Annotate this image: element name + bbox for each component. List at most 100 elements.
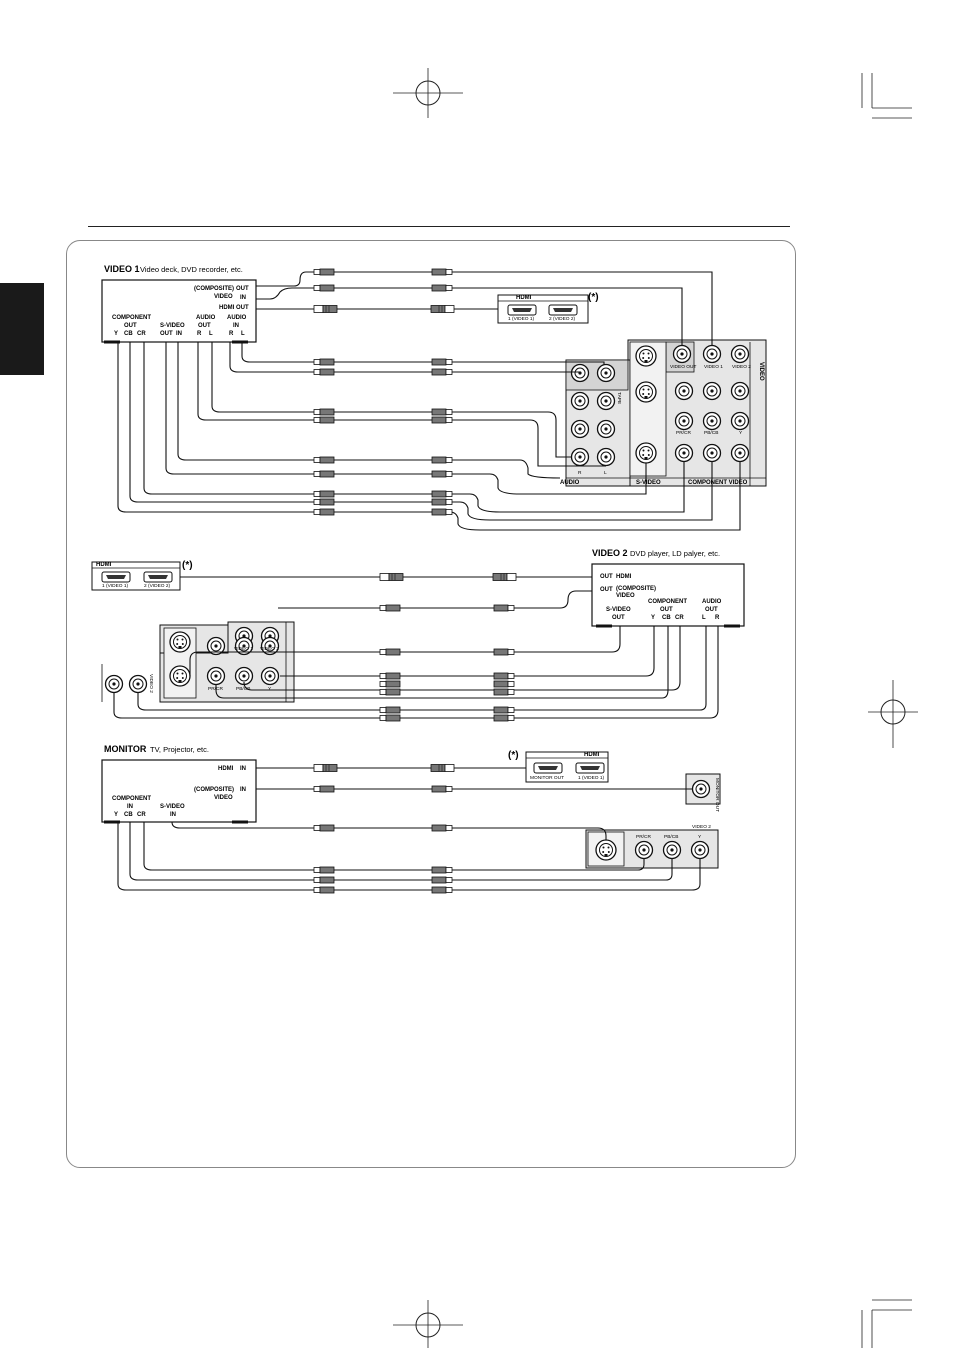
crop-mark-top-right [861, 73, 912, 119]
video1-out-label: OUT [236, 286, 249, 292]
video2-hdmi-panel: HDMI 1 (VIDEO 1) 2 (VIDEO 2) (*) [91, 560, 193, 591]
video1-r-label: R [197, 331, 202, 337]
video1-audio-out-sub: OUT [198, 323, 211, 329]
rx1-video2-label: VIDEO 2 [732, 364, 751, 370]
rx1-video-out-label: VIDEO OUT [670, 364, 696, 370]
video1-video-label: VIDEO [214, 294, 233, 300]
rx1-video-label: VIDEO [758, 362, 764, 381]
video1-cr-label: CR [137, 331, 146, 337]
rx1-tape-label: TAPE [616, 392, 622, 404]
video2-hdmi-label: HDMI [616, 574, 632, 580]
video2-cr-label: CR [675, 615, 684, 621]
receiver-panel-2: VIDEO 1 VIDEO 2 PR/CR PB/CB Y VIDEO 2 [101, 621, 295, 703]
monitor-cb-label: CB [124, 812, 133, 818]
video1-plugs [313, 268, 455, 516]
header-rule [88, 226, 790, 227]
video2-cb-label: CB [662, 615, 671, 621]
rx3-y-label: Y [698, 834, 702, 840]
video2-svideo-out-label: OUT [612, 615, 625, 621]
monitor-in2-label: IN [240, 787, 246, 793]
video1-hdmi-panel: HDMI 1 (VIDEO 1) 2 (VIDEO 2) (*) [497, 292, 599, 324]
registration-mark-right [868, 680, 918, 748]
video1-audio-in-label: AUDIO [227, 315, 247, 321]
video1-wires [117, 271, 741, 531]
video1-component-out-label: OUT [124, 323, 137, 329]
monitor-hdmi-panel: HDMI MONITOR OUT 1 (VIDEO 1) (*) [508, 750, 609, 783]
video2-title: VIDEO 2 [592, 548, 628, 558]
rx1-audio-label: AUDIO [560, 480, 580, 486]
monitor-hdmi-label: HDMI [218, 766, 234, 772]
rx3-video2-label: VIDEO 2 [692, 824, 711, 830]
monitor-wires [117, 767, 701, 891]
video2-desc: DVD player, LD palyer, etc. [630, 549, 720, 558]
monitor-cr-label: CR [137, 812, 146, 818]
video2-component-label: COMPONENT [648, 599, 687, 605]
monitor-in1-label: IN [240, 766, 246, 772]
video2-device: OUT HDMI OUT (COMPOSITE) VIDEO COMPONENT… [591, 563, 745, 628]
rx2-video2-label: VIDEO 2 [260, 646, 279, 652]
video1-l-label: L [209, 331, 213, 337]
video1-section: VIDEO 1 Video deck, DVD recorder, etc. (… [101, 264, 767, 531]
video1-hdmi-out-label: HDMI OUT [219, 305, 249, 311]
rx1-svideo-label: S-VIDEO [636, 480, 661, 486]
diagram-frame [66, 240, 796, 1168]
video1-y-label: Y [114, 331, 118, 337]
hdmi2-panel-title: HDMI [96, 562, 112, 568]
video2-wires [113, 576, 719, 719]
video2-component-out-label: OUT [660, 607, 673, 613]
video1-composite-label: (COMPOSITE) [194, 286, 234, 292]
rx3-prcr-label: PR/CR [636, 834, 651, 840]
monitor-composite-label: (COMPOSITE) [194, 787, 234, 793]
monitor-video-label: VIDEO [214, 795, 233, 801]
video1-sout-label: OUT [160, 331, 173, 337]
rx2-pbcb-label: PB/CB [236, 686, 250, 692]
crop-mark-bottom-right [861, 1299, 912, 1348]
rx1-y-label: Y [739, 430, 743, 436]
hdmi-port1-label: 1 (VIDEO 1) [508, 316, 535, 322]
receiver-panel-1: VIDEO VIDEO OUT VIDEO 1 VIDEO 2 PR/CR PB… [560, 339, 767, 487]
video2-r-label: R [715, 615, 720, 621]
video2-audio-out-label: OUT [705, 607, 718, 613]
video1-l2-label: L [241, 331, 245, 337]
video2-y-label: Y [651, 615, 655, 621]
monitor-component-label: COMPONENT [112, 796, 151, 802]
monitor-desc: TV, Projector, etc. [150, 745, 209, 754]
video2-section: VIDEO 2 DVD player, LD palyer, etc. OUT … [91, 548, 745, 722]
rx2-video2-vert-label: VIDEO 2 [148, 674, 154, 693]
rx1-prcr-label: PR/CR [676, 430, 691, 436]
monitor-device: HDMI IN (COMPOSITE) IN VIDEO COMPONENT I… [101, 759, 257, 824]
monitor-hdmi-out-label: MONITOR OUT [530, 775, 564, 781]
video2-video-label: VIDEO [616, 593, 635, 599]
monitor-component-in-label: IN [127, 804, 133, 810]
rx1-r-label: R [578, 470, 582, 476]
video1-device: (COMPOSITE) OUT VIDEO IN HDMI OUT COMPON… [101, 279, 257, 344]
video1-audio-out-label: AUDIO [196, 315, 216, 321]
rx2-y-label: Y [268, 686, 272, 692]
video1-sin-label: IN [176, 331, 182, 337]
hdmi-panel-title: HDMI [516, 295, 532, 301]
hdmi2-star-label: (*) [182, 560, 193, 571]
video2-l-label: L [702, 615, 706, 621]
rx1-pbcb-label: PB/CB [704, 430, 718, 436]
rx3-monitor-out-label: MONITOR OUT [714, 778, 720, 812]
video2-out2-label: OUT [600, 587, 613, 593]
video1-desc: Video deck, DVD recorder, etc. [140, 265, 243, 274]
rx1-component-video-label: COMPONENT VIDEO [688, 480, 748, 486]
monitor-svideo-label: S-VIDEO [160, 804, 185, 810]
video1-svideo-label: S-VIDEO [160, 323, 185, 329]
video1-component-label: COMPONENT [112, 315, 151, 321]
monitor-title: MONITOR [104, 744, 147, 754]
side-tab [0, 283, 44, 375]
monitor-section: MONITOR TV, Projector, etc. HDMI IN (COM… [101, 744, 721, 894]
video1-title: VIDEO 1 [104, 264, 140, 274]
video2-svideo-label: S-VIDEO [606, 607, 631, 613]
rx1-video1-label: VIDEO 1 [704, 364, 723, 370]
monitor-hdmi-panel-title: HDMI [584, 752, 600, 758]
registration-mark-top [393, 68, 463, 118]
video2-out1-label: OUT [600, 574, 613, 580]
video1-in-label: IN [240, 295, 246, 301]
hdmi2-port1-label: 1 (VIDEO 1) [102, 583, 129, 589]
hdmi-star-label: (*) [588, 292, 599, 303]
registration-mark-bottom [393, 1300, 463, 1348]
